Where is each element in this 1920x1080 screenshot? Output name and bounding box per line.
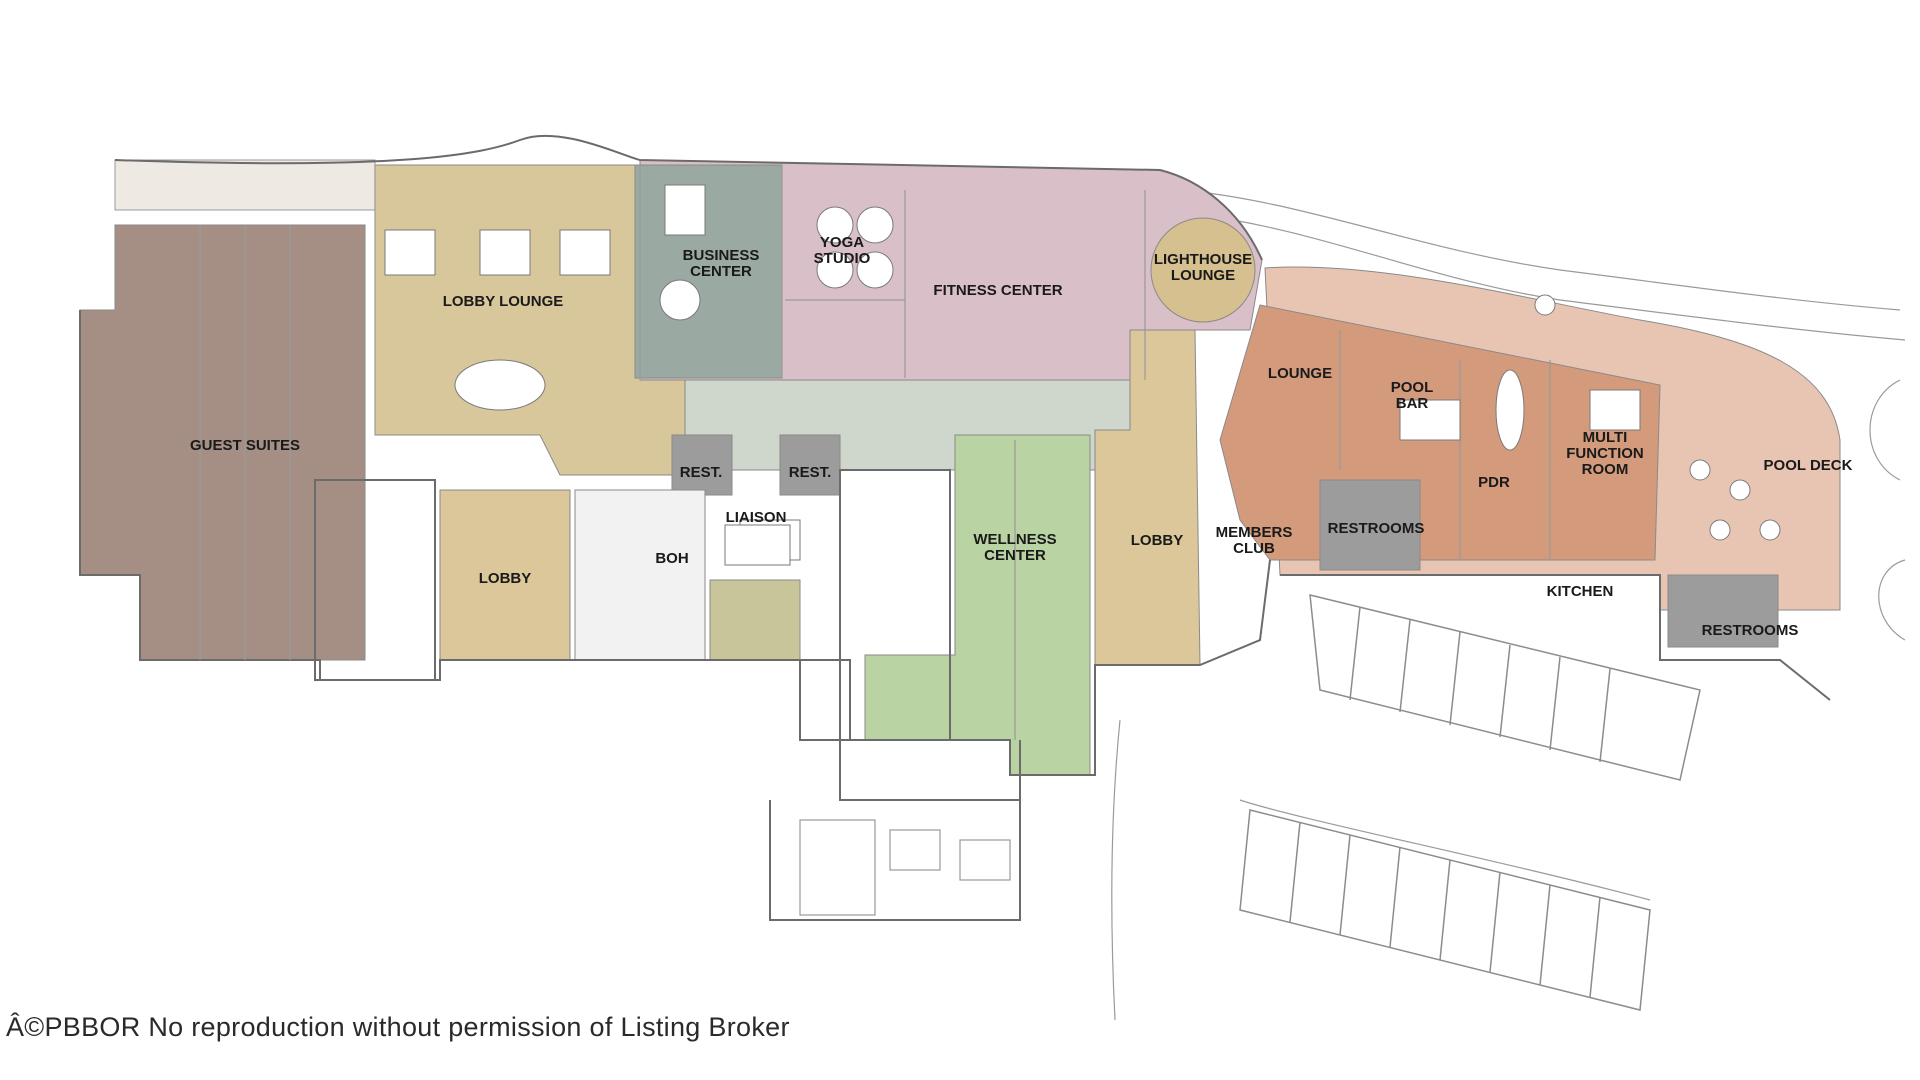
- patio-zone: [114, 159, 376, 211]
- restrooms-1-zone: [1319, 479, 1421, 571]
- label-rest-1: REST.: [680, 464, 723, 481]
- colored-zones: [79, 159, 1841, 776]
- liaison-zone: [709, 579, 801, 661]
- label-boh: BOH: [655, 550, 688, 567]
- label-liaison: LIAISON: [726, 509, 787, 526]
- label-pdr: PDR: [1478, 474, 1510, 491]
- rest-1-zone: [671, 434, 733, 496]
- boh-zone: [574, 489, 706, 661]
- parking: [1239, 594, 1701, 1011]
- wellness-zone: [864, 434, 1091, 776]
- label-lobby-east: LOBBY: [1131, 532, 1184, 549]
- furniture: [384, 184, 1781, 566]
- site-lines: [1111, 189, 1906, 1021]
- building-outline: [79, 134, 1831, 921]
- lighthouse-lounge-zone: [1150, 217, 1256, 323]
- label-kitchen: KITCHEN: [1547, 583, 1614, 600]
- label-lobby-west: LOBBY: [479, 570, 532, 587]
- label-guest-suites: GUEST SUITES: [190, 437, 300, 454]
- label-restrooms-2: RESTROOMS: [1702, 622, 1799, 639]
- restrooms-2-zone: [1667, 574, 1779, 648]
- label-rest-2: REST.: [789, 464, 832, 481]
- label-restrooms-1: RESTROOMS: [1328, 520, 1425, 537]
- rest-2-zone: [779, 434, 841, 496]
- label-pool-deck: POOL DECK: [1764, 457, 1853, 474]
- label-fitness-center: FITNESS CENTER: [933, 282, 1062, 299]
- copyright-watermark: Â©PBBOR No reproduction without permissi…: [6, 1012, 790, 1042]
- label-lobby-lounge: LOBBY LOUNGE: [443, 293, 564, 310]
- label-lounge: LOUNGE: [1268, 365, 1332, 382]
